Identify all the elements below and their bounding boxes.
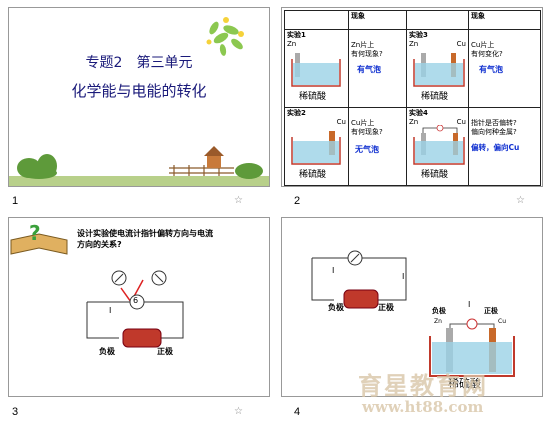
slide-transition-icon-3[interactable]: ☆: [234, 406, 243, 417]
beaker-icon: [413, 53, 465, 87]
beaker-icon: [291, 131, 341, 165]
header-phenomenon-right: 现象: [468, 10, 541, 30]
exp2-question: Cu片上 有何现象?: [351, 119, 383, 136]
slide-number-3: 3: [12, 406, 19, 418]
exp4-electrode-cu: Cu: [456, 118, 466, 126]
slide-transition-icon-1[interactable]: ☆: [234, 195, 243, 206]
exp3-label: 实验3: [409, 31, 428, 39]
exp1-answer: 有气泡: [357, 65, 381, 74]
slide3-negative-label: 负极: [99, 347, 115, 356]
slide1-title-line2: 化学能与电能的转化: [71, 82, 207, 100]
exp4-answer: 偏转，偏向Cu: [471, 143, 520, 152]
slide4-current-right: I: [402, 272, 405, 281]
slide3-positive-label: 正极: [157, 347, 173, 356]
galvanometer-beaker-icon: [413, 125, 465, 165]
slide4-diagram: [311, 250, 515, 377]
exp3-electrode-zn: Zn: [409, 40, 419, 48]
slide3-diagram: ?: [10, 221, 184, 348]
slide1-decoration: [9, 17, 269, 186]
exp1-label: 实验1: [287, 31, 306, 39]
slide4-positive-label: 正极: [378, 303, 394, 312]
slide-thumbnail-1[interactable]: 专题2 第三单元 化学能与电能的转化: [8, 7, 270, 187]
slide4-electrode-zn: Zn: [434, 318, 442, 325]
beaker-icon: [291, 53, 341, 87]
slide4-cell-positive-label: 正极: [484, 307, 498, 315]
slide-thumbnail-3[interactable]: ? 设计实验使电流计指针偏转方向与电流 方向的关系? 6 I 负极 正极: [8, 217, 270, 397]
slide-number-2: 2: [294, 195, 301, 207]
exp3-answer: 有气泡: [479, 65, 503, 74]
exp4-electrode-zn: Zn: [409, 118, 419, 126]
exp3-solution: 稀硫酸: [421, 92, 449, 102]
exp4-label: 实验4: [409, 109, 428, 117]
slide4-negative-label: 负极: [328, 303, 344, 312]
exp1-question: Zn片上 有何现象?: [351, 41, 383, 58]
slide4-current-left: I: [332, 266, 335, 275]
exp3-question: Cu片上 有何变化?: [471, 41, 503, 58]
galvanometer-number: 6: [133, 296, 139, 305]
slide3-question: 设计实验使电流计指针偏转方向与电流 方向的关系?: [77, 229, 213, 249]
slide-thumbnail-2[interactable]: 现象 现象 实验1 Zn 稀硫酸 Zn片上 有何现象? 有气泡: [281, 7, 543, 187]
slide1-title-line1: 专题2 第三单元: [85, 55, 193, 71]
slide4-cell-current-label: I: [468, 300, 471, 309]
slide-thumbnail-4[interactable]: I I 负极 正极 负极 I 正极 Zn Cu 稀硫酸: [281, 217, 543, 397]
exp1-electrode: Zn: [287, 40, 297, 48]
exp3-electrode-cu: Cu: [456, 40, 466, 48]
svg-text:?: ?: [29, 221, 41, 245]
exp2-label: 实验2: [287, 109, 306, 117]
slide4-electrode-cu: Cu: [498, 318, 506, 325]
exp4-question: 指针是否偏转? 偏向何种金属?: [471, 119, 517, 136]
exp2-electrode: Cu: [336, 118, 346, 126]
slide4-solution: 稀硫酸: [448, 377, 481, 390]
slide-number-1: 1: [12, 195, 19, 207]
exp2-solution: 稀硫酸: [299, 170, 327, 180]
watermark-brand: 育星教育网: [358, 371, 488, 400]
slide4-cell-negative-label: 负极: [432, 307, 446, 315]
watermark-url: www.ht88.com: [362, 398, 484, 416]
slide-number-4: 4: [294, 406, 301, 418]
exp1-solution: 稀硫酸: [299, 92, 327, 102]
experiment-table: 现象 现象 实验1 Zn 稀硫酸 Zn片上 有何现象? 有气泡: [284, 10, 541, 186]
book-question-icon: ?: [10, 221, 68, 255]
exp4-solution: 稀硫酸: [421, 170, 449, 180]
header-phenomenon-left: 现象: [348, 10, 407, 30]
slide3-current-label: I: [109, 306, 112, 315]
slide-transition-icon-2[interactable]: ☆: [516, 195, 525, 206]
exp2-answer: 无气泡: [355, 145, 379, 154]
